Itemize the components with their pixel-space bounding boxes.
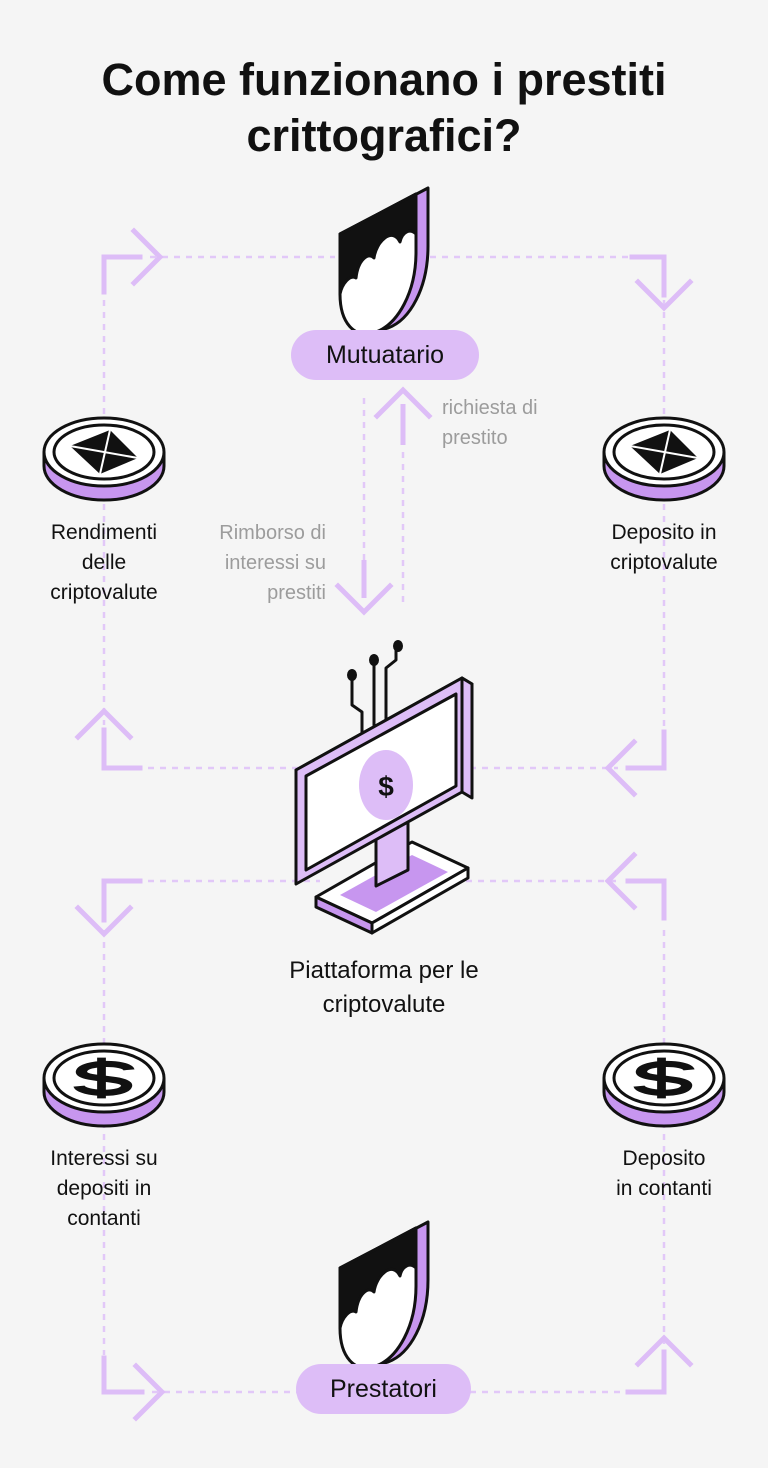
platform-label: Piattaforma per le criptovalute <box>289 957 479 1018</box>
dollar-coin-icon <box>44 1044 164 1126</box>
computer-monitor-icon: $ <box>294 640 474 935</box>
borrower-badge: Mutuatario <box>291 330 479 380</box>
lenders-badge: Prestatori <box>296 1364 471 1414</box>
page-title: Come funzionano i prestiti crittografici… <box>101 54 667 161</box>
interest-repayment-label: Rimborso di interessi su prestiti <box>219 522 326 604</box>
ethereum-coin-icon <box>42 416 166 502</box>
dollar-coin-icon <box>604 1044 724 1126</box>
crypto-deposit-label: Deposito in criptovalute <box>610 521 718 574</box>
cash-interest-label: Interessi su depositi in contanti <box>50 1147 158 1230</box>
crypto-yields-label: Rendimenti delle criptovalute <box>50 521 158 604</box>
corner-connectors <box>101 254 667 1395</box>
cash-deposit-label: Deposito in contanti <box>616 1147 712 1200</box>
connector-lines <box>102 255 666 1394</box>
lender-person-icon <box>338 1220 430 1370</box>
platform-dollar-symbol: $ <box>378 771 394 802</box>
borrower-person-icon <box>338 186 430 336</box>
loan-request-label: richiesta di prestito <box>442 397 538 449</box>
ethereum-coin-icon <box>602 416 726 502</box>
